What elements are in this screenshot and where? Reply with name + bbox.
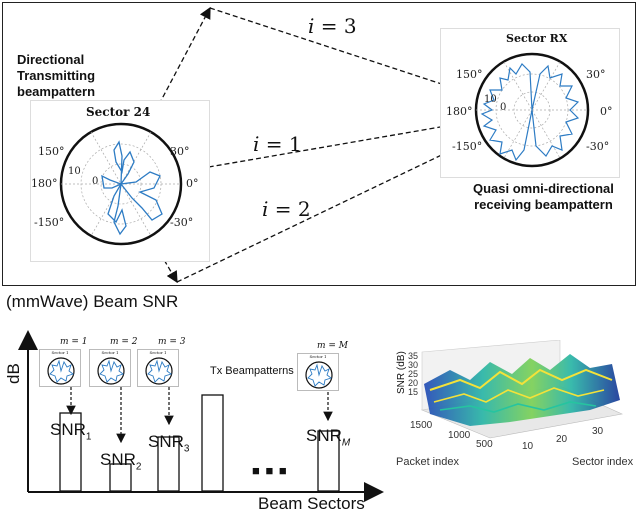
- snr-bar-4: [201, 394, 224, 492]
- thumb-polar-icon: [97, 357, 125, 385]
- tx-beampattern-thumb-1: Sector 1: [39, 349, 81, 387]
- thumb-m-label-3: m = 3: [158, 337, 186, 347]
- tx-angle-30: 30°: [170, 145, 190, 158]
- tx-beampattern-label: Directional Transmitting beampattern: [17, 52, 96, 99]
- x-axis-label: Beam Sectors: [258, 494, 365, 513]
- tx-beampattern-thumb-3: Sector 1: [137, 349, 179, 387]
- thumb-title: Sector 1: [149, 350, 167, 355]
- tx-polar-chart: [59, 122, 183, 246]
- rx-zero-label: 0: [500, 102, 507, 113]
- tx-radial-label: 10: [68, 166, 81, 177]
- thumb-title: Sector 1: [51, 350, 69, 355]
- tx-angle-neg150: -150°: [34, 216, 65, 229]
- snr-bar-2: [109, 463, 132, 492]
- rx-angle-neg30: -30°: [586, 140, 610, 153]
- tx-beampattern-thumb-4: Sector 1: [297, 353, 339, 391]
- surface-x-tick-1000: 1000: [448, 430, 471, 441]
- thumb-polar-icon: [145, 357, 173, 385]
- tx-beampatterns-label: Tx Beampatterns: [210, 365, 294, 377]
- thumb-title: Sector 1: [101, 350, 119, 355]
- rx-angle-180: 180°: [446, 105, 473, 118]
- thumb-polar-icon: [305, 361, 333, 389]
- rx-angle-150: 150°: [456, 68, 483, 81]
- surface-z-ticks: 35 30 25 20 15: [408, 351, 419, 397]
- tx-zero-label: 0: [92, 176, 99, 187]
- path-label-i1: i = 1: [253, 132, 302, 156]
- tx-angle-180: 180°: [31, 177, 58, 190]
- path-label-i3: i = 3: [308, 14, 357, 38]
- snr-label-3: SNR3: [148, 432, 190, 455]
- surface-y-tick-10: 10: [522, 441, 534, 452]
- rx-beampattern-label: Quasi omni-directional receiving beampat…: [473, 181, 614, 212]
- surface-y-tick-30: 30: [592, 426, 604, 437]
- path-label-i2: i = 2: [262, 197, 311, 221]
- surface-x-tick-1500: 1500: [410, 420, 433, 431]
- snr-label-1: SNR1: [50, 420, 92, 443]
- surface-xlabel: Packet index: [396, 456, 459, 468]
- thumb-m-label-2: m = 2: [110, 337, 138, 347]
- rx-polar-chart: [474, 52, 590, 168]
- ellipsis: ■ ■ ■: [252, 463, 288, 478]
- snr-label-M: SNRM: [306, 426, 351, 449]
- surface-ylabel: Sector index: [572, 456, 634, 468]
- thumb-m-label-1: m = 1: [60, 337, 88, 347]
- rx-angle-30: 30°: [586, 68, 606, 81]
- snr-bar-3: [157, 436, 180, 492]
- thumb-m-label-M: m = M: [317, 341, 349, 351]
- rx-radial-label: 10: [484, 94, 497, 105]
- snr-label-2: SNR2: [100, 450, 142, 473]
- tx-angle-0: 0°: [186, 177, 199, 190]
- surface-y-tick-20: 20: [556, 434, 568, 445]
- surface-zlabel: SNR (dB): [396, 351, 407, 394]
- tx-polar-title: Sector 24: [86, 105, 151, 119]
- snr-bar-5: [317, 430, 340, 492]
- rx-angle-0: 0°: [600, 105, 613, 118]
- snr-surface-plot: [420, 340, 624, 439]
- thumb-polar-icon: [47, 357, 75, 385]
- thumb-title: Sector 1: [309, 354, 327, 359]
- beam-snr-title: (mmWave) Beam SNR: [6, 292, 179, 311]
- snr-bar-chart: [18, 330, 384, 502]
- rx-polar-title: Sector RX: [506, 32, 568, 45]
- tx-angle-150: 150°: [38, 145, 65, 158]
- tx-angle-neg30: -30°: [170, 216, 194, 229]
- rx-angle-neg150: -150°: [452, 140, 483, 153]
- y-axis-label: dB: [4, 363, 23, 384]
- surface-x-tick-500: 500: [476, 439, 493, 450]
- top-diagram-frame: [2, 2, 636, 286]
- tx-beampattern-thumb-2: Sector 1: [89, 349, 131, 387]
